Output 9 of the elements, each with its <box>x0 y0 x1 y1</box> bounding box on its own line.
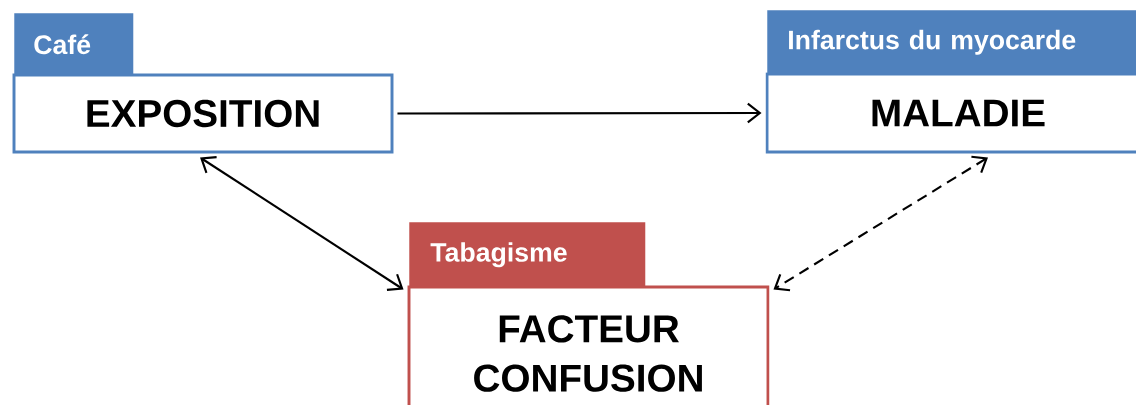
arrow <box>397 102 762 124</box>
arrow <box>773 155 988 292</box>
header-tab: Infarctus du myocarde <box>767 10 1136 75</box>
header-tab: Tabagisme <box>409 222 646 288</box>
text-box: MALADIE <box>765 72 1136 154</box>
text-box: FACTEUR CONFUSION <box>407 285 770 405</box>
header-tab: Café <box>14 13 134 76</box>
arrow <box>200 156 404 291</box>
text-box: EXPOSITION <box>12 73 394 154</box>
